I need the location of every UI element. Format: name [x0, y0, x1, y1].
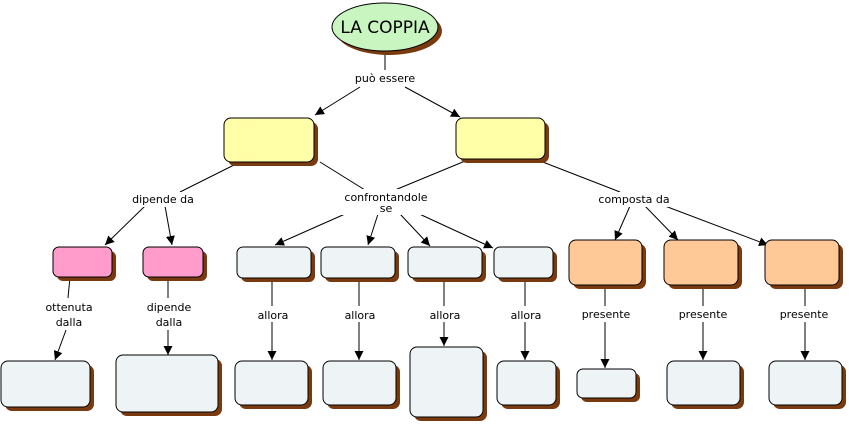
link-dipende-dalla: dalla: [156, 316, 183, 329]
link-composta-da: composta da: [598, 193, 669, 206]
node-shape: [768, 360, 843, 406]
link-allora-3: allora: [430, 309, 461, 322]
link-ottenuta-dalla: dalla: [56, 316, 83, 329]
peach-node-1[interactable]: [568, 239, 646, 289]
node-shape: [496, 360, 557, 406]
node-shape: [409, 346, 484, 418]
node-shape: [455, 117, 546, 160]
connectors: [53, 50, 810, 368]
bottom-node-3[interactable]: [234, 360, 312, 409]
connector-yellow-right-to-confront: [394, 158, 471, 191]
link-presente-1: presente: [582, 308, 631, 321]
connector-yellow-to-composta: [534, 158, 621, 193]
pink-node-1[interactable]: [52, 246, 116, 281]
node-shape: [663, 239, 739, 286]
link-puo-essere: può essere: [355, 72, 415, 85]
bottom-node-1[interactable]: [0, 360, 94, 411]
bottom-node-2[interactable]: [115, 354, 222, 416]
connector-composta-to-peach-1: [614, 205, 631, 241]
node-shape: [568, 239, 643, 286]
link-confrontandole-se: se: [380, 202, 393, 215]
root-node-shape: [331, 2, 439, 52]
node-shape: [52, 246, 113, 278]
bottom-node-5[interactable]: [409, 346, 487, 421]
node-shape: [223, 117, 315, 163]
pale-node-3[interactable]: [407, 246, 486, 282]
node-shape: [764, 239, 840, 286]
root-node[interactable]: LA COPPIA: [331, 2, 442, 55]
yellow-node-right[interactable]: [455, 117, 549, 163]
bottom-node-9[interactable]: [768, 360, 846, 409]
connector-dipende-to-pink-2: [164, 205, 175, 246]
connector-composta-to-peach-2: [644, 205, 679, 241]
connector-confront-to-pale-2: [366, 213, 379, 246]
connector-yellow-to-dipende: [179, 161, 241, 193]
pale-node-4[interactable]: [493, 246, 557, 282]
node-shape: [115, 354, 219, 413]
connector-yellow-left-to-confront: [319, 161, 366, 191]
node-shape: [322, 360, 397, 406]
peach-node-3[interactable]: [764, 239, 843, 289]
node-shape: [493, 246, 554, 279]
link-presente-2: presente: [679, 308, 728, 321]
link-allora-2: allora: [345, 309, 376, 322]
bottom-node-7[interactable]: [576, 368, 640, 402]
root-node-label: LA COPPIA: [340, 18, 430, 38]
connector-confront-to-pale-4: [414, 211, 494, 249]
pink-node-2[interactable]: [142, 246, 207, 281]
peach-node-2[interactable]: [663, 239, 742, 289]
pale-node-2[interactable]: [320, 246, 399, 282]
link-allora-4: allora: [511, 309, 542, 322]
connector-ottenuta-to-bottom1: [53, 329, 67, 361]
connector-dipende-to-pink-1: [104, 205, 146, 246]
connector-confront-to-pale-1: [274, 213, 346, 246]
node-shape: [576, 368, 637, 399]
connector-composta-to-peach-3: [664, 205, 769, 247]
link-allora-1: allora: [258, 309, 289, 322]
bottom-node-8[interactable]: [666, 360, 744, 409]
node-shape: [666, 360, 741, 406]
link-dipende-da: dipende da: [132, 193, 194, 206]
node-shape: [236, 246, 312, 279]
link-labels: può essere dipende da confrontandole se …: [44, 70, 830, 330]
link-dipende: dipende: [147, 301, 192, 314]
link-ottenuta: ottenuta: [45, 301, 92, 314]
pale-node-1[interactable]: [236, 246, 315, 282]
link-confrontandole: confrontandole: [344, 191, 427, 204]
yellow-node-left[interactable]: [223, 117, 318, 166]
connector-link-to-yellow-left: [314, 86, 361, 116]
connector-confront-to-pale-3: [399, 213, 431, 247]
link-presente-3: presente: [780, 308, 829, 321]
node-shape: [234, 360, 309, 406]
node-shape: [407, 246, 483, 279]
node-shape: [320, 246, 396, 279]
bottom-node-4[interactable]: [322, 360, 400, 409]
connector-link-to-yellow-right: [404, 86, 461, 118]
bottom-node-6[interactable]: [496, 360, 560, 409]
node-shape: [142, 246, 204, 278]
node-shape: [0, 360, 91, 408]
